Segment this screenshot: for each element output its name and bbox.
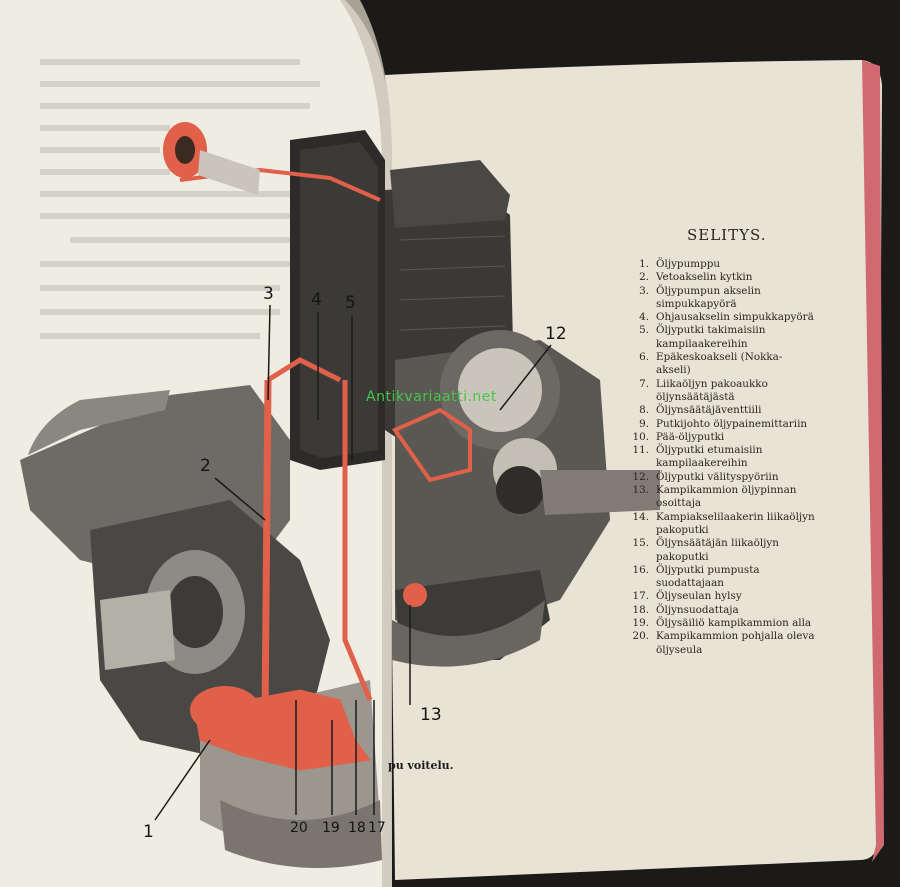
legend-item: 8. Öljynsäätäjäventtiili [627, 404, 817, 417]
callout-leaders [154, 304, 552, 821]
legend-item-text: Kampikammion pohjalla oleva öljyseula [656, 630, 815, 656]
legend-item-number: 10. [632, 430, 649, 443]
legend-item: 7. Liikaöljyn pakoaukko öljynsäätäjästä [627, 378, 817, 405]
legend-list: 1. Öljypumppu 2. Vetoakselin kytkin 3. Öljypu… [627, 258, 817, 657]
legend-item: 17. Öljyseulan hylsy [627, 590, 817, 603]
legend-title: SELITYS. [687, 226, 767, 244]
callout-2: 2 [200, 456, 211, 476]
legend-item-text: Öljyputki takimaisiin kampilaakereihin [656, 324, 766, 350]
legend-item-text: Ohjausakselin simpukkapyörä [656, 311, 814, 324]
engine-cutaway [20, 330, 660, 868]
callout-20: 20 [290, 820, 308, 836]
legend-item: 3. Öljypumpun akselin simpukkapyörä [627, 285, 817, 312]
legend-item-number: 20. [632, 630, 649, 643]
legend-item-text: Putkijohto öljypainemittariin [656, 417, 808, 430]
legend-item-text: Öljysäiliö kampikammion alla [656, 617, 812, 630]
legend-item-number: 8. [639, 404, 649, 417]
legend-item-number: 5. [639, 324, 649, 337]
legend-item-number: 7. [639, 377, 649, 390]
legend-item-text: Öljyputki etumaisiin kampilaakereihin [656, 444, 763, 470]
legend-item-text: Öljynsäätäjäventtiili [656, 404, 762, 417]
legend-item-text: Öljynsuodattaja [656, 603, 739, 616]
callout-1: 1 [143, 822, 154, 842]
legend-item-number: 17. [632, 590, 649, 603]
legend-item: 2. Vetoakselin kytkin [627, 271, 817, 284]
legend-item-number: 2. [639, 271, 649, 284]
legend-item-text: Öljypumppu [656, 258, 721, 270]
legend-item-number: 14. [632, 510, 649, 523]
legend-item-text: Öljyseulan hylsy [656, 590, 742, 603]
legend-item-number: 16. [632, 563, 649, 576]
callout-17: 17 [368, 820, 386, 836]
legend-item-number: 11. [632, 444, 649, 457]
legend-item-number: 3. [639, 284, 649, 297]
legend-item-text: Kampiakselilaakerin liikaöljyn pakoputki [656, 510, 815, 536]
legend-item-text: Öljypumpun akselin simpukkapyörä [656, 284, 761, 310]
legend-item-number: 4. [639, 311, 649, 324]
watermark: Antikvariaatti.net [366, 389, 497, 405]
legend-item: 19. Öljysäiliö kampikammion alla [627, 617, 817, 630]
legend-item-text: Kampikammion öljypinnan osoittaja [656, 484, 797, 510]
right-page-edge [862, 60, 884, 862]
legend-item-number: 18. [632, 603, 649, 616]
legend-item: 6. Epäkeskoakseli (Nokka-akseli) [627, 351, 817, 378]
legend-item-text: Öljyputki pumpusta suodattajaan [656, 563, 760, 590]
legend-item: 16. Öljyputki pumpusta suodattajaan [627, 564, 817, 591]
legend-item-number: 1. [639, 258, 649, 270]
legend-item-number: 13. [632, 484, 649, 497]
filler-cap [198, 150, 260, 195]
figure-caption: pu voitelu. [388, 759, 454, 772]
legend-item-number: 15. [632, 537, 649, 550]
legend-item-number: 9. [639, 417, 649, 430]
legend-item: 5. Öljyputki takimaisiin kampilaakereihin [627, 324, 817, 351]
callout-5: 5 [345, 293, 356, 313]
legend-item-text: Öljyputki välityspyöriin [656, 470, 779, 483]
oil-lines [163, 122, 472, 771]
callout-18: 18 [348, 820, 366, 836]
callout-4: 4 [311, 290, 322, 310]
legend-item-number: 6. [639, 351, 649, 364]
legend-item-text: Liikaöljyn pakoaukko öljynsäätäjästä [656, 377, 768, 403]
legend-item: 20. Kampikammion pohjalla oleva öljyseula [627, 630, 817, 657]
legend-item-text: Pää-öljyputki [656, 430, 725, 443]
legend-item-text: Epäkeskoakseli (Nokka-akseli) [656, 351, 783, 377]
callout-3: 3 [263, 284, 274, 304]
legend-item: 14. Kampiakselilaakerin liikaöljyn pakopu… [627, 511, 817, 538]
callout-13: 13 [420, 705, 442, 725]
callout-19: 19 [322, 820, 340, 836]
legend-item: 1. Öljypumppu [627, 258, 817, 271]
legend-item-text: Öljynsäätäjän liikaöljyn pakoputki [656, 537, 779, 563]
spine-shadow [340, 0, 392, 887]
callout-12: 12 [545, 324, 567, 344]
legend-item: 4. Ohjausakselin simpukkapyörä [627, 311, 817, 324]
legend-item: 11. Öljyputki etumaisiin kampilaakereihin [627, 444, 817, 471]
legend-item-number: 19. [632, 617, 649, 630]
legend-item-number: 12. [632, 470, 649, 483]
legend-item: 9. Putkijohto öljypainemittariin [627, 418, 817, 431]
legend-item: 12. Öljyputki välityspyöriin [627, 471, 817, 484]
legend-item: 18. Öljynsuodattaja [627, 604, 817, 617]
legend-item: 10. Pää-öljyputki [627, 431, 817, 444]
legend-item: 15. Öljynsäätäjän liikaöljyn pakoputki [627, 537, 817, 564]
legend-item: 13. Kampikammion öljypinnan osoittaja [627, 484, 817, 511]
legend-item-text: Vetoakselin kytkin [656, 271, 753, 284]
left-page-bleed-text [40, 59, 320, 339]
